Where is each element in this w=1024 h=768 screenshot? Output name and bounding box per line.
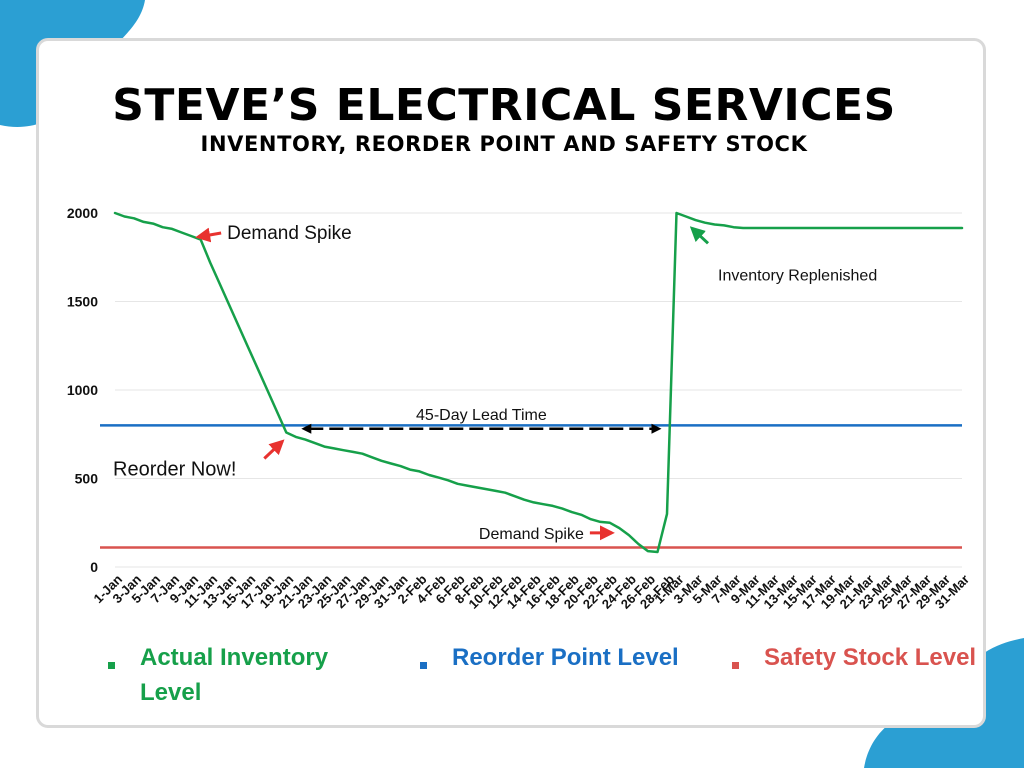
lead-time-label: 45-Day Lead Time	[416, 407, 547, 424]
reorder-now-label: Reorder Now!	[113, 458, 236, 480]
inventory-replenished-arrow	[689, 226, 710, 245]
chart-subtitle: INVENTORY, REORDER POINT AND SAFETY STOC…	[200, 132, 808, 156]
y-tick-label: 500	[75, 471, 99, 487]
demand-spike-arrow-top	[195, 227, 222, 243]
legend-swatch-safety	[732, 662, 739, 669]
actual-inventory-line	[113, 211, 964, 554]
legend-label-reorder: Reorder Point Level	[452, 644, 679, 671]
demand-spike-label-top: Demand Spike	[227, 223, 352, 244]
y-tick-label: 2000	[67, 205, 98, 221]
chart-title: STEVE’S ELECTRICAL SERVICES	[112, 80, 896, 131]
inventory-replenished-label: Inventory Replenished	[718, 267, 877, 284]
demand-spike-label-bottom: Demand Spike	[479, 526, 584, 543]
legend-swatch-inventory	[108, 662, 115, 669]
legend-label-safety: Safety Stock Level	[764, 644, 977, 671]
y-tick-label: 1000	[67, 382, 98, 398]
chart-card	[36, 38, 986, 728]
legend-swatch-reorder	[420, 662, 427, 669]
lead-time-arrowhead-left	[301, 423, 312, 434]
y-tick-label: 0	[90, 559, 98, 575]
y-tick-label: 1500	[67, 294, 98, 310]
lead-time-arrowhead-right	[651, 423, 662, 434]
legend-label-inventory: Actual Inventory Level	[140, 644, 329, 706]
reorder-now-arrow	[263, 439, 285, 460]
